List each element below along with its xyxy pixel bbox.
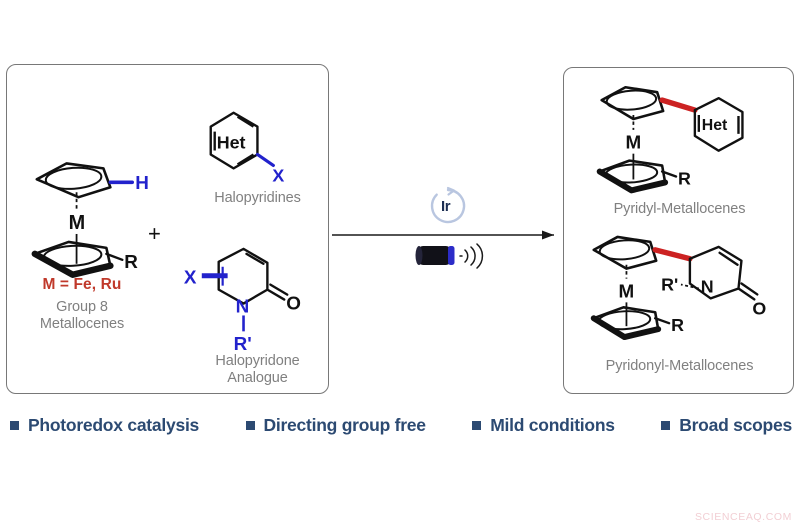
halopyridone-structure: X N R' O — [184, 247, 301, 355]
highlight-label: Broad scopes — [679, 414, 792, 435]
pyridyl-metallocene-structure: Het M R — [596, 85, 744, 194]
metallocene-caption: Group 8 Metallocenes — [39, 299, 125, 333]
ring-label-het-product: Het — [702, 117, 728, 134]
watermark: SCIENCEAQ.COM — [694, 511, 792, 523]
atom-label-metal: M — [69, 212, 86, 234]
bullet-square-icon — [472, 420, 482, 430]
products-panel: Het M R Pyridyl-Metallocenes — [563, 67, 794, 394]
reactants-panel: H M R M = Fe, Ru Group 8 Metallocenes + — [6, 64, 329, 394]
halopyridone-caption: Halopyridone Analogue — [215, 353, 300, 387]
metallocene-top-ring — [35, 162, 112, 199]
led-lamp-icon — [415, 243, 484, 269]
highlight-item: Photoredox catalysis — [10, 415, 199, 436]
atom-label-n-pyridone: N — [236, 296, 250, 317]
halopyridines-caption: Halopyridines — [214, 190, 301, 206]
atom-label-metal-pyridyl: M — [625, 132, 641, 153]
reaction-arrow-icon — [332, 230, 554, 240]
het-x-bond — [255, 152, 275, 167]
halopyridine-structure: Het X — [209, 111, 284, 185]
cp-pyridone-coupling-bond — [652, 247, 693, 262]
metal-definition-label: M = Fe, Ru — [42, 276, 122, 293]
atom-label-r-pyridyl: R — [678, 168, 691, 188]
bullet-square-icon — [10, 420, 19, 430]
atom-label-h: H — [135, 173, 149, 194]
catalyst-label: Ir — [441, 198, 451, 215]
atom-label-rprime-pyridonyl: R' — [661, 274, 678, 294]
bullet-square-icon — [245, 420, 255, 430]
atom-label-r-pyridonyl: R — [671, 315, 684, 335]
highlight-item: Directing group free — [245, 414, 427, 436]
atom-label-n-pyridonyl: N — [701, 276, 714, 296]
cp-r-bond — [105, 252, 124, 262]
plus-sign: + — [148, 221, 161, 246]
atom-label-o-pyridone: O — [286, 293, 301, 314]
atom-label-x-pyridone: X — [184, 268, 197, 289]
metallocene-bottom-ring — [31, 240, 114, 278]
pyridyl-caption: Pyridyl-Metallocenes — [613, 201, 746, 217]
highlight-label: Mild conditions — [490, 414, 615, 435]
circular-arrow-icon — [430, 186, 466, 224]
atom-label-r: R — [124, 252, 138, 273]
pyridonyl-metallocene-structure: N R' O M R — [590, 235, 766, 341]
atom-label-metal-pyridonyl: M — [619, 280, 635, 301]
metallocene-structure: H M R — [31, 162, 149, 278]
pyridonyl-caption: Pyridonyl-Metallocenes — [605, 358, 754, 374]
highlight-label: Directing group free — [263, 414, 427, 435]
atom-label-x-pyridine: X — [272, 165, 284, 185]
highlight-item: Mild conditions — [472, 415, 615, 436]
reaction-conditions — [332, 186, 554, 269]
cp-het-coupling-bond — [659, 97, 698, 113]
highlight-item: Broad scopes — [661, 415, 792, 436]
highlights-bar: Photoredox catalysis Directing group fre… — [0, 408, 800, 442]
atom-label-rprime-pyridone: R' — [234, 334, 252, 355]
highlight-label: Photoredox catalysis — [28, 414, 200, 435]
ring-label-het: Het — [217, 133, 246, 153]
atom-label-o-pyridonyl: O — [752, 298, 766, 318]
bullet-square-icon — [661, 420, 671, 430]
